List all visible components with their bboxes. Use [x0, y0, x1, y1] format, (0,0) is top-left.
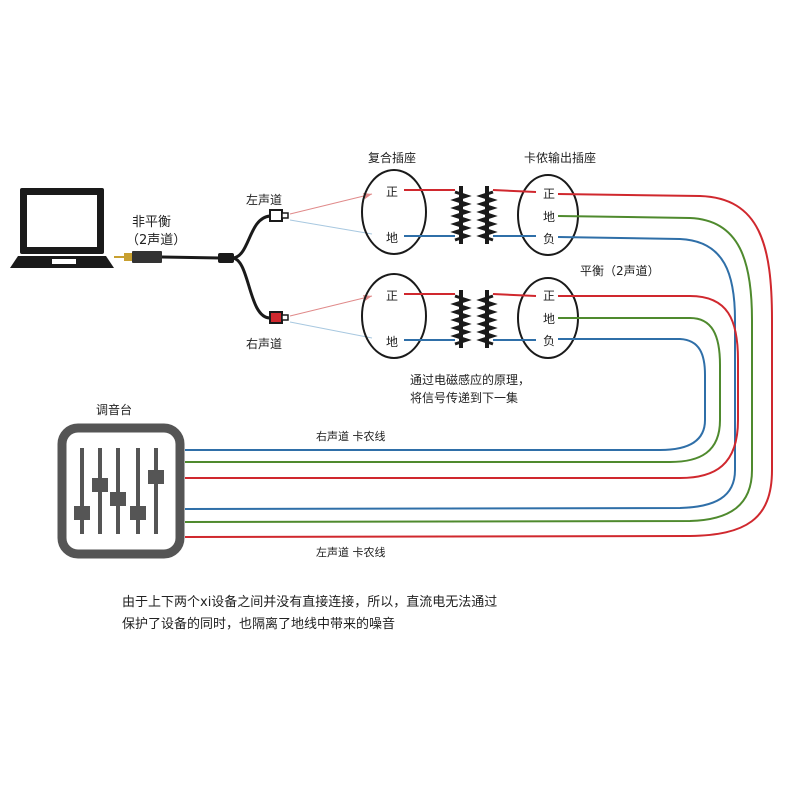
right-xlr-cable-green: [184, 215, 753, 523]
left-secondary-signal-wire: [492, 189, 537, 193]
left-xlr-cable-red: [185, 295, 739, 479]
left-transformer-icon: [450, 186, 498, 244]
left-xlr-line-label: 左声道 卡农线: [316, 545, 386, 559]
right-xlr-cable-red: [184, 193, 773, 538]
right-xlr-positive-pin: 正: [543, 289, 555, 303]
right-xlr-cable-blue: [184, 236, 736, 510]
right-ground-arrow: [289, 321, 373, 339]
induction-note-line-1: 通过电磁感应的原理，: [410, 372, 530, 387]
combo-jack-label: 复合插座: [368, 150, 416, 165]
left-combo-jack: [361, 169, 427, 255]
left-channel-label: 左声道: [246, 192, 282, 207]
right-xlr-ground-pin: 地: [543, 312, 555, 326]
footer-note-line-2: 保护了设备的同时，也隔离了地线中带来的噪音: [122, 616, 395, 632]
right-channel-label: 右声道: [246, 336, 282, 351]
balanced-label: 平衡（2声道）: [580, 264, 660, 278]
xlr-out-jack-label: 卡侬输出插座: [524, 150, 596, 165]
left-xlr-positive-pin: 正: [543, 187, 555, 201]
left-combo-ground-pin: 地: [386, 231, 398, 245]
right-combo-ground-pin: 地: [386, 335, 398, 349]
splitter-block: [218, 253, 234, 263]
right-combo-positive-pin: 正: [386, 289, 398, 303]
left-ground-arrow: [289, 219, 373, 235]
left-xlr-negative-pin: 负: [543, 232, 555, 246]
left-xlr-cable-green: [185, 317, 721, 463]
left-combo-positive-pin: 正: [386, 185, 398, 199]
left-xlr-output-jack: [517, 174, 579, 256]
left-xlr-cable-blue: [185, 338, 706, 451]
induction-note-line-2: 将信号传递到下一集: [410, 390, 518, 405]
unbalanced-plug-icon: [114, 251, 162, 263]
y-splitter-cable: [161, 214, 271, 320]
right-xlr-line-label: 右声道 卡农线: [316, 429, 386, 443]
unbalanced-label: 非平衡: [132, 215, 171, 230]
left-signal-arrow: [289, 193, 373, 215]
mixer-label: 调音台: [96, 402, 132, 417]
two-channel-label: （2声道）: [126, 233, 186, 248]
right-xlr-negative-pin: 负: [543, 334, 555, 348]
footer-note-line-1: 由于上下两个xi设备之间并没有直接连接，所以，直流电无法通过: [122, 594, 497, 610]
left-rca-plug-icon: [269, 209, 289, 222]
right-secondary-signal-wire: [492, 293, 537, 297]
mixer-icon: [57, 423, 185, 559]
laptop-icon: [10, 188, 114, 268]
left-xlr-ground-pin: 地: [543, 210, 555, 224]
right-transformer-icon: [450, 290, 498, 348]
right-rca-plug-icon: [269, 311, 289, 324]
right-signal-arrow: [289, 295, 373, 317]
right-combo-jack: [361, 273, 427, 359]
